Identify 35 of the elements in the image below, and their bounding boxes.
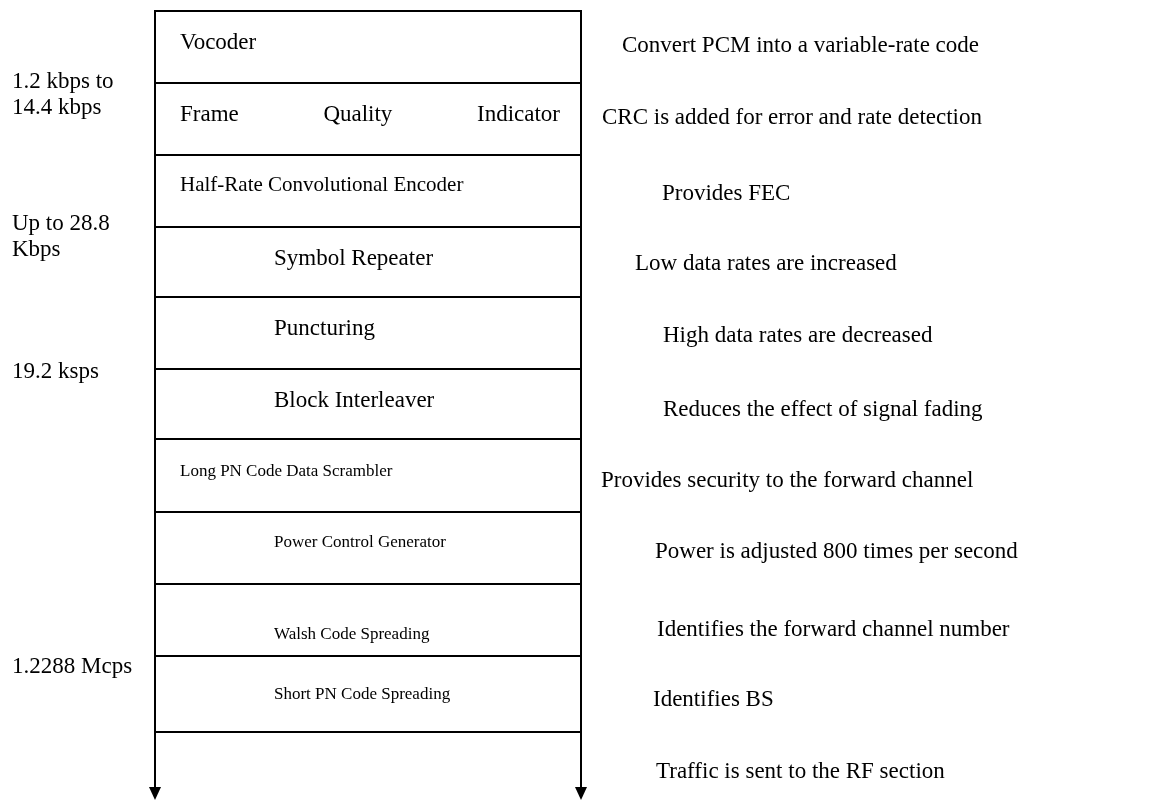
layer-box: [154, 82, 582, 154]
layer-box: [154, 368, 582, 438]
layer-box: [154, 511, 582, 583]
description-text: Reduces the effect of signal fading: [663, 396, 983, 423]
description-text: Power is adjusted 800 times per second: [655, 538, 1018, 565]
layer-box: [154, 655, 582, 733]
layer-box: [154, 10, 582, 82]
output-note: Traffic is sent to the RF section: [656, 758, 946, 785]
layer-label: Symbol Repeater: [274, 246, 434, 269]
layer-label: Power Control Generator: [274, 533, 446, 550]
layer-box: [154, 583, 582, 655]
layer-label: Half-Rate Convolutional Encoder: [180, 174, 464, 195]
description-text: Provides FEC: [662, 180, 791, 207]
layer-box: [154, 438, 582, 511]
description-text: Identifies the forward channel number: [657, 616, 1010, 643]
layer-label: Vocoder: [180, 30, 257, 53]
description-text: High data rates are decreased: [663, 322, 933, 349]
layer-label: Short PN Code Spreading: [274, 685, 451, 702]
layer-box: [154, 226, 582, 296]
description-text: Low data rates are increased: [635, 250, 897, 277]
layer-label: Frame Quality Indicator: [180, 102, 560, 125]
rate-label: 1.2288 Mcps: [12, 653, 134, 680]
description-text: Provides security to the forward channel: [601, 467, 974, 494]
layer-label: Long PN Code Data Scrambler: [180, 462, 393, 479]
description-text: Identifies BS: [653, 686, 774, 713]
description-text: Convert PCM into a variable-rate code: [622, 32, 980, 59]
layer-box: [154, 296, 582, 368]
rate-label: 19.2 ksps: [12, 358, 100, 385]
layer-label: Block Interleaver: [274, 388, 435, 411]
rate-label: Up to 28.8 Kbps: [12, 210, 111, 263]
description-text: CRC is added for error and rate detection: [602, 104, 982, 131]
layer-label: Puncturing: [274, 316, 375, 339]
rate-label: 1.2 kbps to 14.4 kbps: [12, 68, 115, 121]
layer-label: Walsh Code Spreading: [274, 625, 430, 642]
layer-box: [154, 154, 582, 226]
